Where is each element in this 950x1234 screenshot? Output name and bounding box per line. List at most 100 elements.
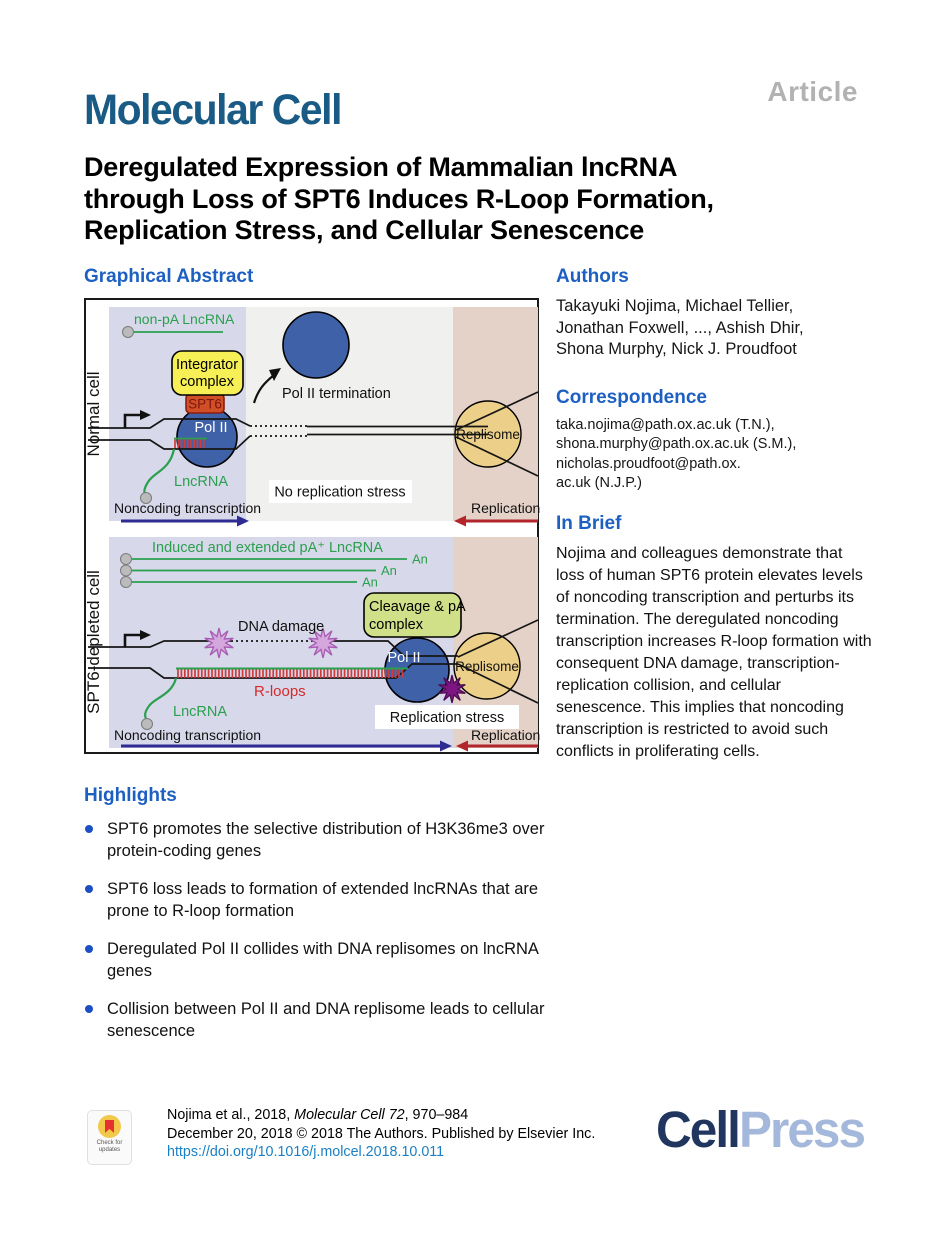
dna-strands-top (88, 391, 539, 477)
bullet-icon (85, 1005, 93, 1013)
correspondence-line: nicholas.proudfoot@path.ox. (556, 455, 741, 472)
pol2-label-bottom: Pol II (387, 650, 420, 666)
promoter-arrowhead-bottom (140, 630, 151, 640)
citation-date-line: December 20, 2018 © 2018 The Authors. Pu… (167, 1125, 596, 1142)
an-label-2: An (381, 563, 397, 578)
cleavage-pa-box (363, 592, 462, 638)
highlight-item: Deregulated Pol II collides with DNA rep… (84, 938, 562, 982)
extended-lncrna-transcripts: An An An (120, 552, 428, 590)
rna-cap-circle (141, 718, 153, 730)
doi-link[interactable]: https://doi.org/10.1016/j.molcel.2018.10… (167, 1144, 445, 1160)
replisome-circle-bottom (453, 632, 521, 700)
rna-dna-hybrid-top (174, 439, 205, 448)
noncoding-arrowhead-bottom (440, 740, 452, 752)
pol2-termination-label: Pol II termination (282, 386, 391, 402)
right-column: Authors Takayuki Nojima, Michael Tellier… (556, 266, 872, 763)
correspondence-line: shona.murphy@path.ox.ac.uk (S.M.), (556, 436, 797, 452)
graphical-abstract-figure: non-pA LncRNA SPT6 Integrator complex Po… (84, 307, 540, 752)
check-for-updates-label: Check for updates (96, 1140, 123, 1153)
graphical-abstract-heading: Graphical Abstract (84, 266, 254, 287)
normal-cell-label: Normal cell (86, 371, 103, 456)
in-brief-heading: In Brief (556, 512, 622, 534)
termination-arrowhead (269, 368, 281, 381)
replication-stress-box (375, 705, 519, 729)
highlights-list: SPT6 promotes the selective distribution… (84, 818, 562, 1042)
replisome-label-top: Replisome (456, 427, 520, 442)
induced-lncrna-label: Induced and extended pA⁺ LncRNA (152, 540, 383, 556)
highlights-section: Highlights SPT6 promotes the selective d… (84, 785, 562, 1058)
citation-block: Nojima et al., 2018, Molecular Cell 72, … (167, 1106, 595, 1162)
citation-journal-volume: Molecular Cell 72 (294, 1107, 405, 1123)
highlight-text: SPT6 loss leads to formation of extended… (107, 880, 539, 920)
correspondence-block: taka.nojima@path.ox.ac.uk (T.N.), shona.… (556, 416, 872, 494)
authors-line: Jonathan Foxwell, ..., Ashish Dhir, (556, 318, 804, 337)
an-label-3: An (362, 575, 378, 590)
rna-cap-circle (122, 326, 134, 338)
left-column: Graphical Abstract (84, 266, 546, 754)
highlight-item: SPT6 loss leads to formation of extended… (84, 878, 562, 922)
pol2-label-top: Pol II (194, 420, 227, 436)
noncoding-transcription-label-top: Noncoding transcription (114, 500, 261, 516)
correspondence-heading: Correspondence (556, 386, 707, 408)
authors-heading: Authors (556, 266, 629, 287)
terminated-pol2-circle (282, 311, 350, 379)
title-line-3: Replication Stress, and Cellular Senesce… (84, 215, 645, 245)
bullet-icon (85, 945, 93, 953)
citation-pages: , 970–984 (404, 1107, 469, 1123)
bullet-icon (85, 825, 93, 833)
promoter-arrowhead-top (140, 410, 151, 420)
graphical-abstract-box: non-pA LncRNA SPT6 Integrator complex Po… (84, 298, 540, 754)
cleavage-label-2: complex (369, 617, 424, 633)
highlight-text: Deregulated Pol II collides with DNA rep… (107, 940, 539, 980)
correspondence-line: taka.nojima@path.ox.ac.uk (T.N.), (556, 416, 775, 433)
crossmark-circle (98, 1115, 121, 1138)
promoter-arrow-bottom (123, 633, 140, 647)
integrator-label-2: complex (180, 374, 235, 390)
authors-line: Shona Murphy, Nick J. Proudfoot (556, 340, 797, 358)
authors-block: Takayuki Nojima, Michael Tellier, Jonath… (556, 296, 872, 361)
spt6-label: SPT6 (188, 397, 222, 412)
cellpress-logo: CellPress (656, 1100, 866, 1159)
title-line-1: Deregulated Expression of Mammalian lncR… (84, 152, 678, 182)
highlight-item: Collision between Pol II and DNA repliso… (84, 998, 562, 1042)
highlight-item: SPT6 promotes the selective distribution… (84, 818, 562, 862)
authors-line: Takayuki Nojima, Michael Tellier, (556, 297, 794, 315)
citation-pre: Nojima et al., 2018, (167, 1107, 295, 1123)
an-label-1: An (412, 552, 428, 567)
bullet-icon (85, 885, 93, 893)
cellpress-logo-cell: Cell (656, 1101, 741, 1158)
promoter-arrow-top (123, 413, 140, 428)
rna-cap-circle (140, 492, 152, 504)
cellpress-logo-press: Press (738, 1101, 866, 1158)
replication-arrowhead-top (454, 515, 466, 527)
check-for-updates-badge[interactable]: Check for updates (87, 1110, 132, 1165)
correspondence-line: ac.uk (N.J.P.) (556, 475, 642, 491)
integrator-label-1: Integrator (176, 357, 238, 373)
termination-arrow (252, 374, 275, 404)
dna-damage-label: DNA damage (238, 619, 324, 635)
no-replication-stress-box (269, 480, 412, 503)
replisome-label-bottom: Replisome (455, 659, 519, 674)
article-type-label: Article (767, 76, 858, 107)
highlight-text: Collision between Pol II and DNA repliso… (107, 1000, 545, 1040)
lncrna-label-top: LncRNA (174, 474, 228, 490)
journal-logo: Molecular Cell (84, 86, 342, 134)
spt6-depleted-cell-label: SPT6-depleted cell (86, 570, 103, 714)
cleavage-label-1: Cleavage & pA (369, 599, 466, 615)
title-line-2: through Loss of SPT6 Induces R-Loop Form… (84, 183, 714, 214)
r-loop-hybrid-hatching (177, 669, 404, 678)
noncoding-transcription-label-bottom: Noncoding transcription (114, 727, 261, 743)
replication-stress-label: Replication stress (390, 710, 504, 726)
non-pa-lncrna-label: non-pA LncRNA (134, 311, 235, 327)
replication-label-top: Replication (471, 500, 540, 516)
highlights-heading: Highlights (84, 785, 177, 806)
noncoding-arrowhead-top (237, 515, 249, 527)
integrator-complex-box (171, 350, 244, 396)
r-loops-label: R-loops (254, 683, 306, 700)
lncrna-label-bottom: LncRNA (173, 704, 227, 720)
replication-arrowhead-bottom (456, 740, 468, 752)
in-brief-text: Nojima and colleagues demonstrate that l… (556, 544, 872, 760)
pol2-circle-top (176, 406, 238, 468)
citation-line: Nojima et al., 2018, Molecular Cell 72, … (167, 1106, 595, 1125)
